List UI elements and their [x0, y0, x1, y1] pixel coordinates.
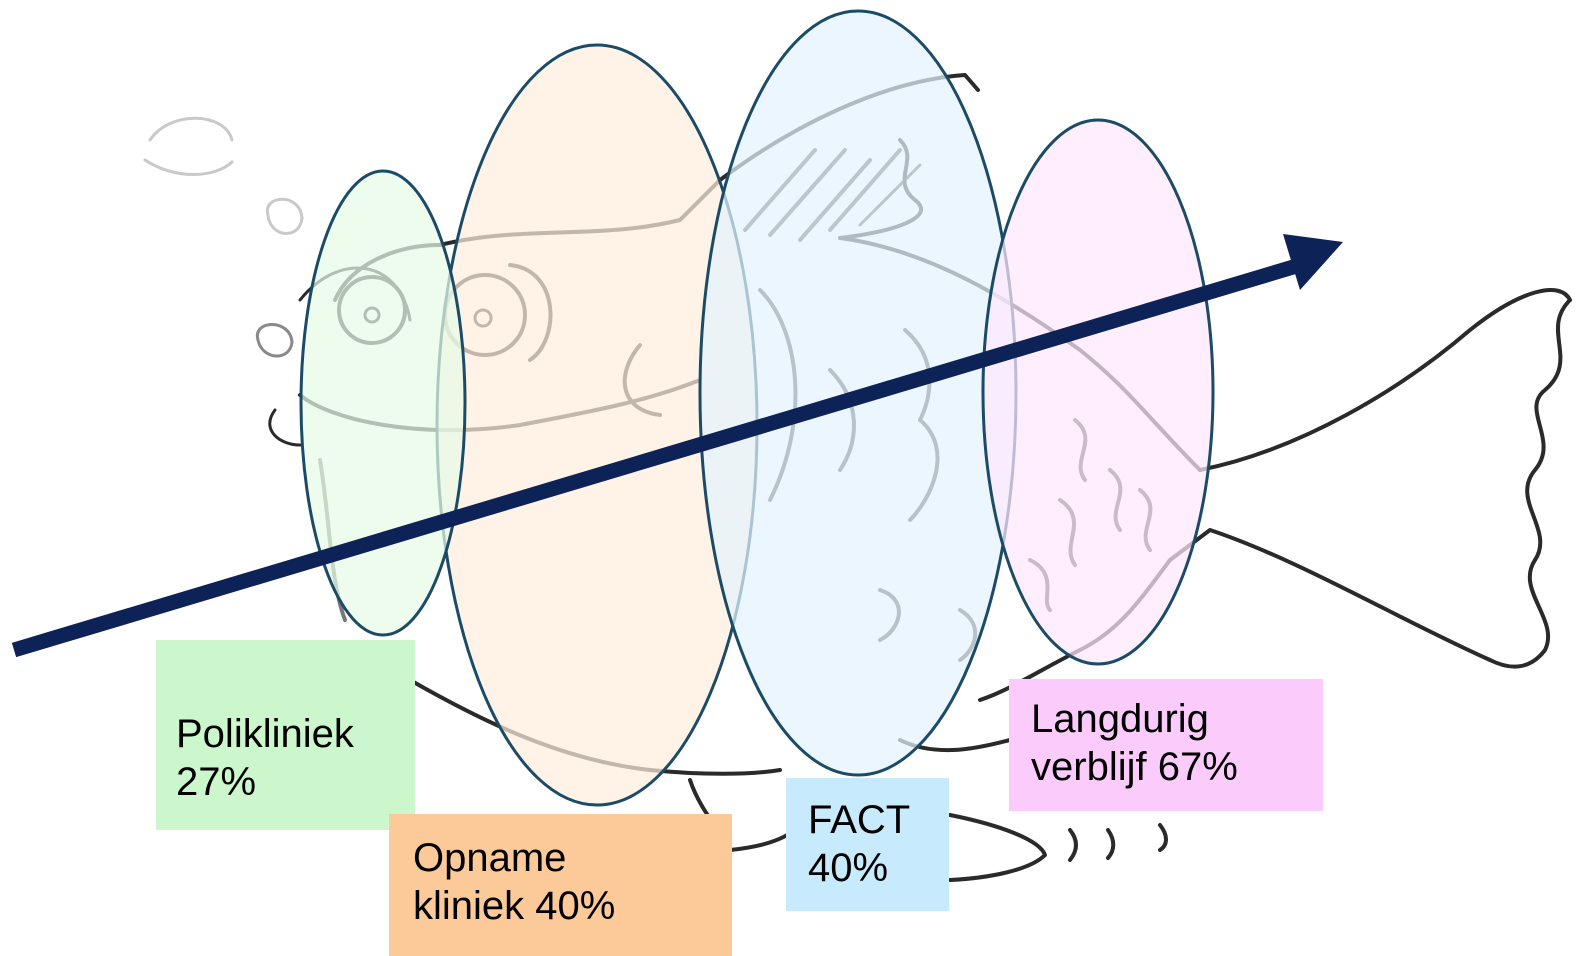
- fact-label-line1: FACT: [808, 798, 911, 842]
- polikliniek-ellipse: [299, 169, 467, 637]
- bubbles-icon: [143, 116, 304, 358]
- opname-label: Opname kliniek 40%: [389, 814, 732, 956]
- langdurig-ellipse: [981, 118, 1215, 666]
- fact-label: FACT 40%: [786, 778, 949, 911]
- langdurig-label-line2: verblijf 67%: [1031, 745, 1238, 789]
- polikliniek-label-line2: 27%: [176, 760, 257, 804]
- arrow-right-icon: [11, 234, 1343, 658]
- opname-label-line2: kliniek 40%: [413, 884, 616, 928]
- opname-label-line1: Opname: [413, 836, 567, 880]
- polikliniek-label-line1: Polikliniek: [176, 712, 354, 756]
- fact-label-line2: 40%: [808, 846, 889, 890]
- langdurig-label-line1: Langdurig: [1031, 697, 1209, 741]
- langdurig-label: Langdurig verblijf 67%: [1009, 679, 1323, 811]
- polikliniek-label: Polikliniek 27%: [156, 640, 415, 830]
